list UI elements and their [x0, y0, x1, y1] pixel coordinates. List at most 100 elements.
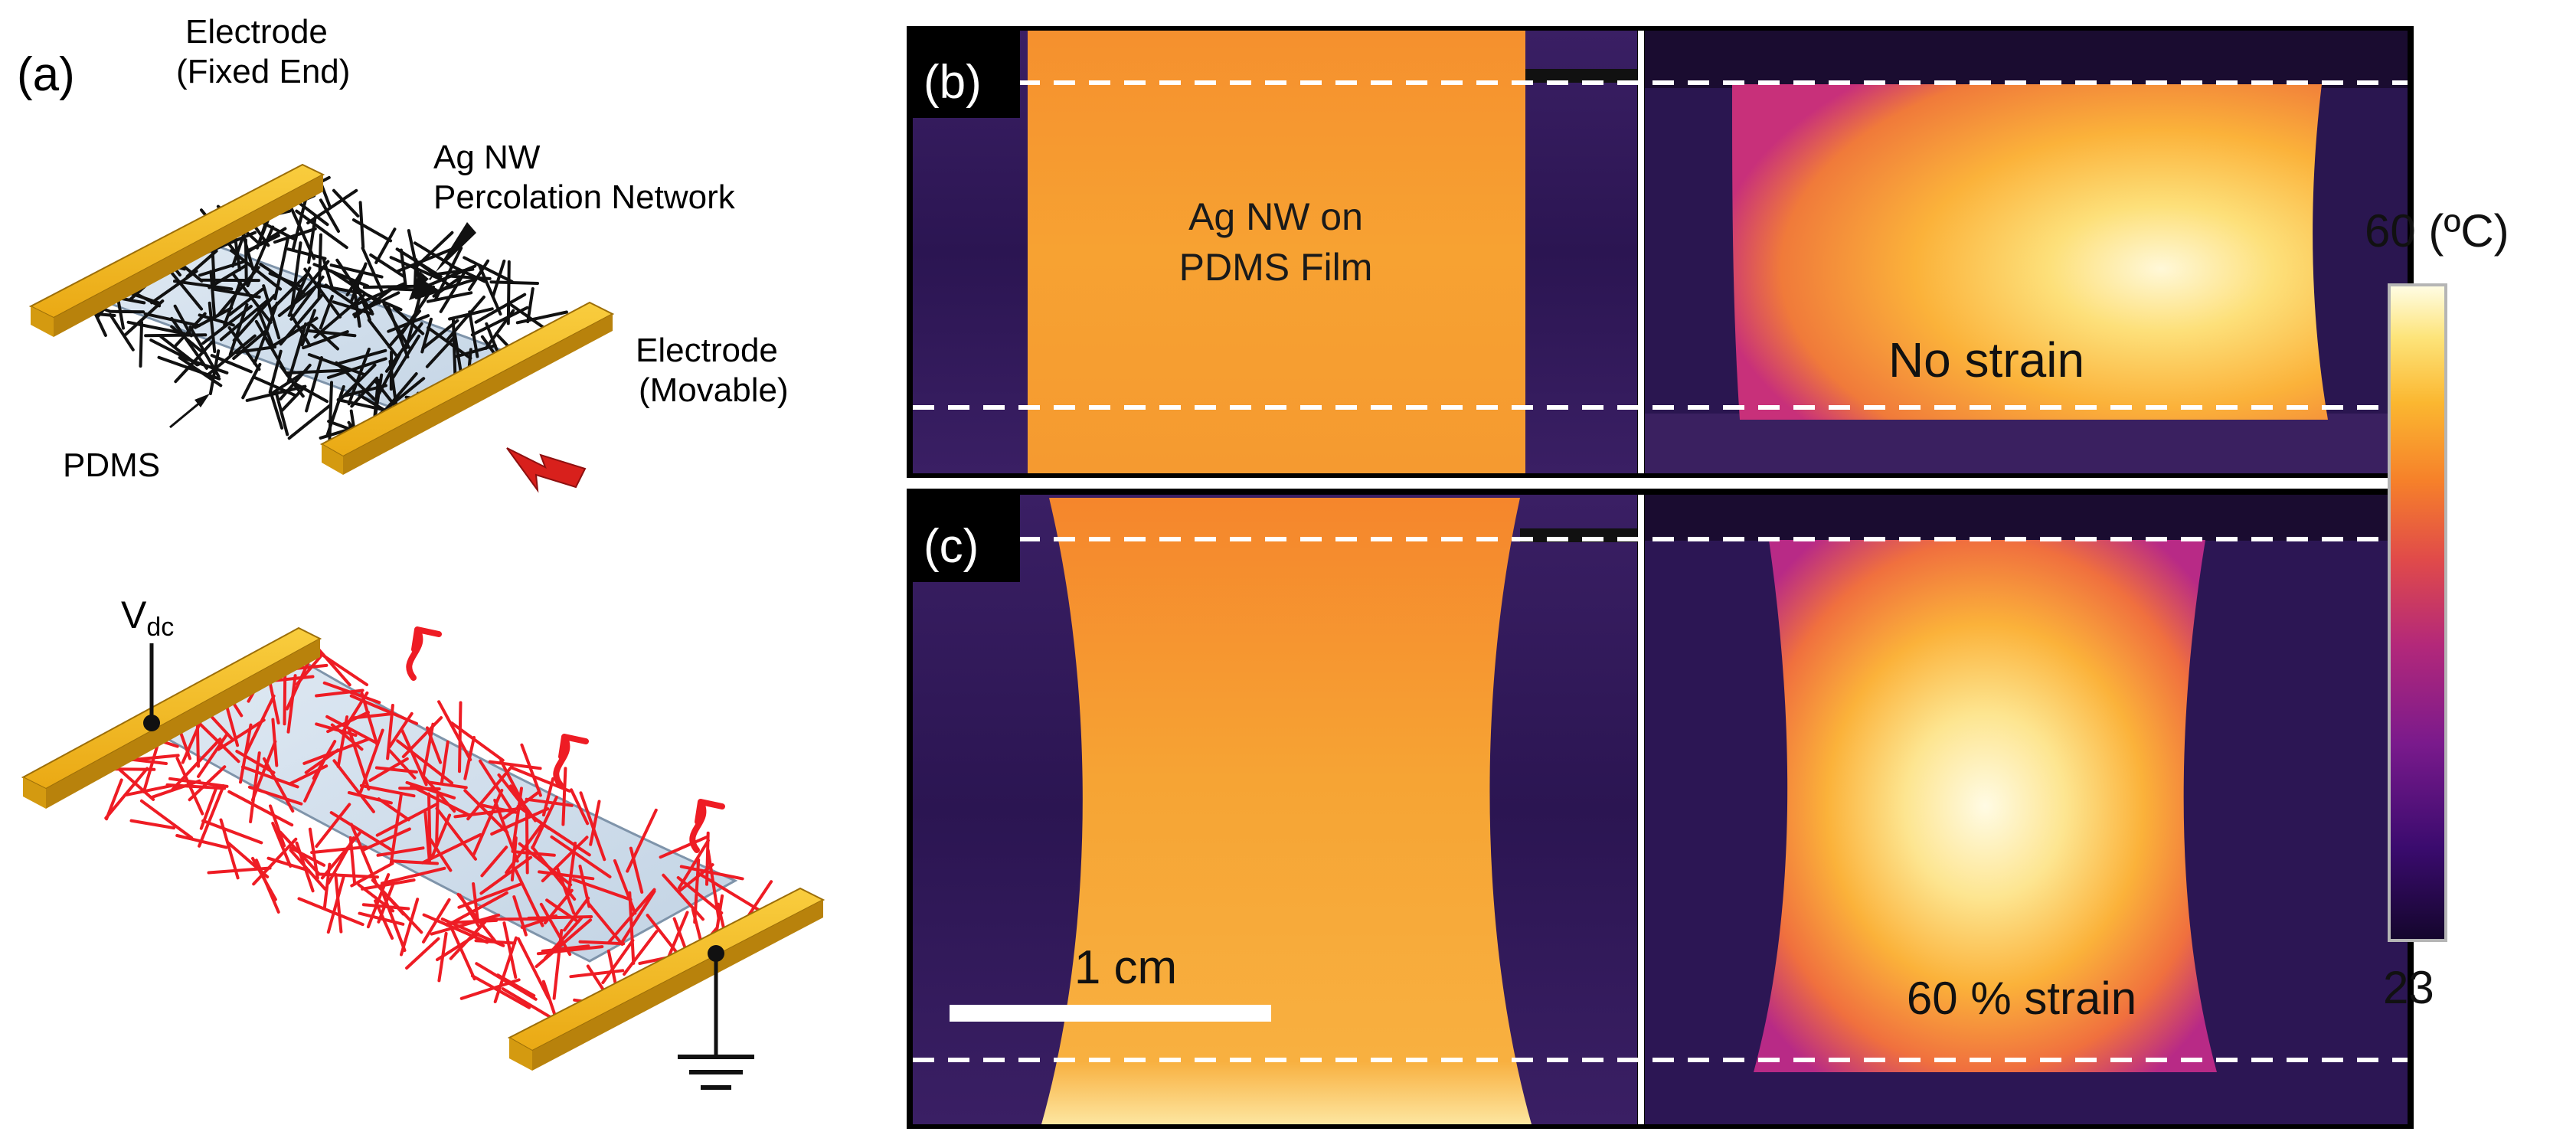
- electrode-fixed-label-line1: Electrode: [185, 13, 328, 51]
- nanowire: [341, 691, 369, 734]
- panel-b-condition: No strain: [1888, 332, 2084, 388]
- nanowire: [395, 246, 457, 273]
- nanowire: [262, 757, 295, 813]
- nanowire: [252, 375, 296, 397]
- nanowire: [332, 188, 360, 217]
- nanowire: [399, 248, 408, 291]
- voltage-label: Vdc: [121, 594, 174, 642]
- nanowire: [312, 740, 337, 780]
- nanowire: [463, 256, 514, 283]
- nanowire: [315, 722, 358, 738]
- nanowire: [677, 839, 710, 890]
- nanowire: [488, 760, 542, 770]
- nanowire: [472, 789, 504, 856]
- nanowire: [436, 932, 480, 962]
- nanowire: [589, 800, 601, 846]
- nanowire: [283, 666, 287, 726]
- nanowire: [545, 898, 580, 924]
- nanowire: [198, 260, 245, 277]
- nanowire: [587, 902, 624, 946]
- nanowire: [496, 973, 536, 998]
- nanowire: [104, 767, 149, 820]
- nanowire: [361, 878, 416, 891]
- nanowire: [295, 209, 348, 250]
- nanowire: [178, 356, 223, 388]
- nanowire: [706, 849, 721, 921]
- nanowire: [175, 834, 228, 849]
- nanowire: [328, 381, 333, 443]
- nanowire: [338, 348, 387, 365]
- nanowire: [510, 836, 518, 881]
- nanowire: [414, 277, 477, 299]
- nanowire: [319, 198, 340, 233]
- nanowire: [401, 716, 443, 758]
- nanowire: [398, 787, 441, 791]
- nanowire: [563, 896, 590, 932]
- nanowire: [531, 796, 558, 850]
- electrode-movable: [319, 301, 615, 475]
- nanowire: [626, 808, 658, 873]
- stretched-heater-schematic: [21, 626, 825, 1090]
- nanowire: [517, 937, 551, 1000]
- nanowire: [325, 715, 377, 744]
- nanowire: [313, 293, 365, 339]
- nanowire: [362, 827, 411, 852]
- nanowire: [513, 850, 556, 857]
- nanowire: [329, 811, 394, 852]
- nanowire: [390, 859, 439, 865]
- nanowire: [439, 273, 466, 313]
- nanowire: [468, 310, 479, 358]
- nanowire: [150, 270, 198, 305]
- nanowire: [326, 357, 387, 379]
- nanowire: [206, 334, 257, 377]
- nanowire: [570, 788, 590, 826]
- nanowire: [520, 743, 542, 797]
- nanowire: [232, 273, 273, 325]
- nanowire: [332, 759, 375, 813]
- nanowire: [315, 688, 364, 698]
- nanowire: [458, 701, 463, 774]
- nanowire: [578, 865, 591, 908]
- nanowire: [197, 733, 228, 778]
- nanowire: [400, 898, 420, 957]
- panel-b-sample-line2: PDMS Film: [1179, 246, 1373, 289]
- nanowire: [216, 266, 260, 317]
- nanowire: [388, 749, 417, 780]
- nanowire: [198, 784, 225, 848]
- nanowire: [484, 309, 515, 350]
- nanowire: [466, 764, 514, 821]
- nanowire: [351, 218, 393, 243]
- nanowire: [369, 253, 406, 278]
- electrode-movable-stretched: [507, 887, 825, 1071]
- nanowire: [479, 855, 533, 895]
- nanowire: [427, 326, 472, 360]
- temperature-colorbar: 60 (ºC) 23: [2365, 205, 2509, 1013]
- nanowire: [350, 376, 379, 408]
- network-label-line1: Ag NW: [433, 139, 541, 176]
- nanowire: [433, 267, 475, 276]
- nanowire: [578, 940, 626, 946]
- nanowire: [312, 263, 370, 288]
- nanowire: [427, 291, 473, 303]
- panel-b-sample-line1: Ag NW on: [1188, 195, 1363, 238]
- nanowire: [334, 872, 343, 934]
- nanowire: [676, 876, 724, 915]
- nanowire: [201, 305, 253, 345]
- nanowire: [306, 329, 357, 338]
- nanowire: [430, 913, 501, 936]
- nanowire: [310, 845, 368, 855]
- nanowire: [253, 301, 279, 365]
- nanowire: [315, 803, 351, 849]
- panel-b-label-box: [913, 31, 1020, 118]
- nanowire: [659, 835, 710, 859]
- panel-b-left-image: [913, 31, 1637, 473]
- nanowire: [429, 838, 453, 872]
- nanowire: [235, 750, 276, 774]
- voltage-terminal: [143, 643, 160, 731]
- nanowire: [376, 846, 425, 857]
- electrode-fixed-stretched: [21, 626, 322, 809]
- nanowire: [279, 293, 324, 346]
- nanowire: [601, 939, 635, 985]
- nanowire: [427, 792, 432, 860]
- nanowire: [367, 319, 399, 358]
